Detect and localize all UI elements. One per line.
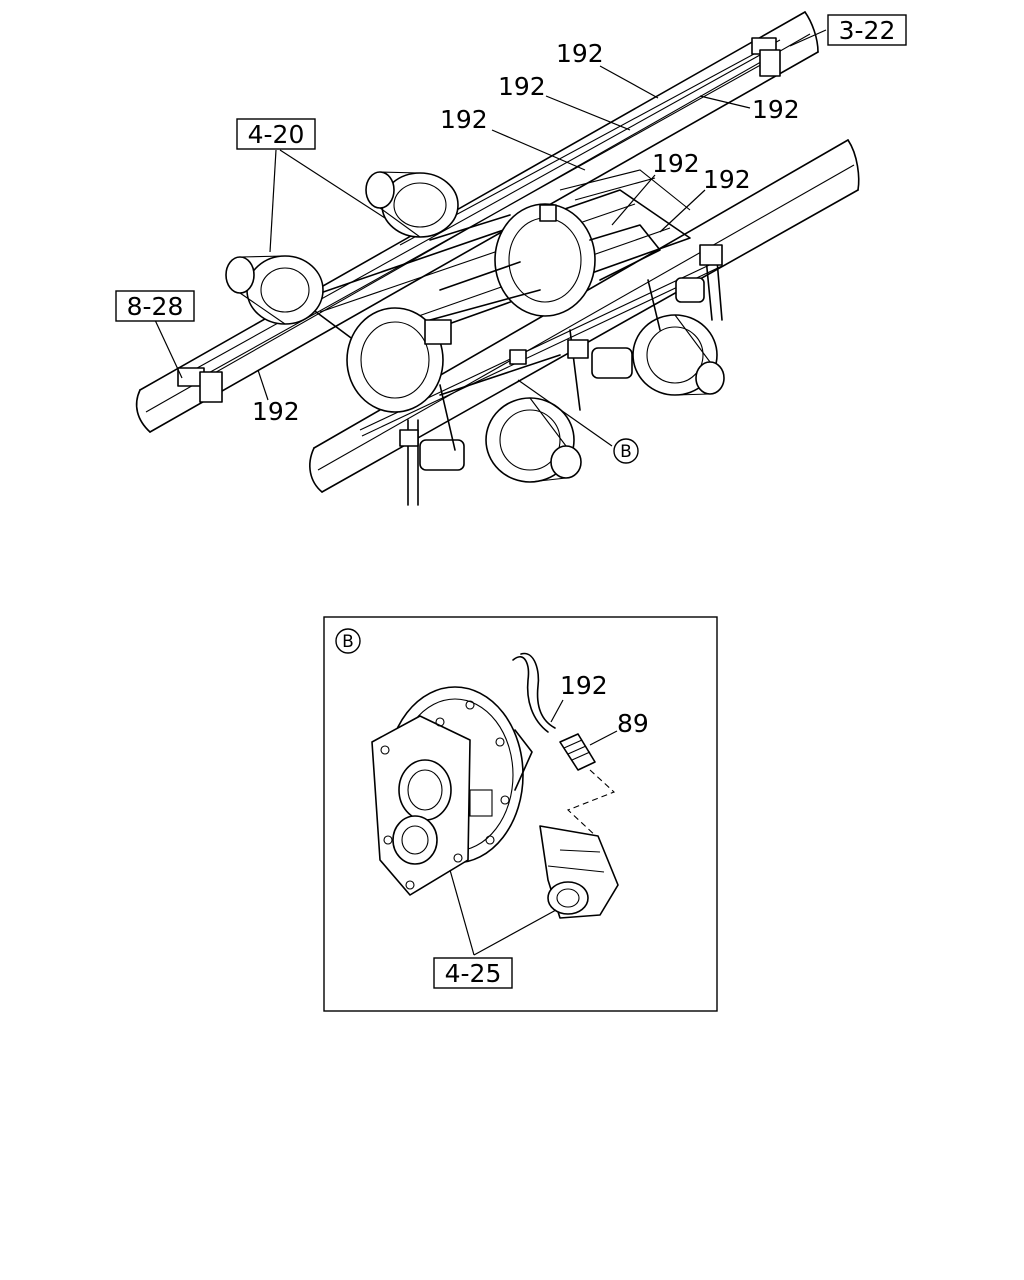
part-label-192: 192 [652,149,700,178]
ref-box-8-28: 8-28 [115,290,195,322]
svg-text:3-22: 3-22 [839,16,896,45]
svg-text:8-28: 8-28 [127,292,184,321]
part-label-192: 192 [752,95,800,124]
leader-4-25-b [473,909,557,956]
shift-unit-drawing [539,825,619,919]
part-label-192: 192 [556,39,604,68]
part-label-192: 192 [498,72,546,101]
detail-label-89: 89 [617,709,649,738]
svg-text:B: B [620,442,632,462]
part-label-192: 192 [440,105,488,134]
leader-89 [589,730,618,746]
assembly-path [566,769,616,839]
ref-box-4-20: 4-20 [236,118,316,150]
detail-marker-b: B [613,438,639,464]
breather-fitting [559,733,596,771]
detail-label-192: 192 [560,671,608,700]
ref-box-4-25: 4-25 [433,957,513,989]
part-label-192: 192 [703,165,751,194]
axle-assembly-drawing [135,11,860,506]
leader-lines-main [154,29,827,447]
detail-b-marker: B [335,628,361,654]
svg-text:4-20: 4-20 [248,120,305,149]
detail-b-panel: B [323,616,718,1012]
leader-192-detail [550,699,564,723]
part-label-192: 192 [252,397,300,426]
breather-hose [512,656,549,733]
differential-carrier-drawing [371,686,533,896]
leader-4-25-a [449,869,475,956]
svg-text:B: B [342,632,354,652]
ref-box-3-22: 3-22 [827,14,907,46]
svg-text:4-25: 4-25 [445,959,502,988]
